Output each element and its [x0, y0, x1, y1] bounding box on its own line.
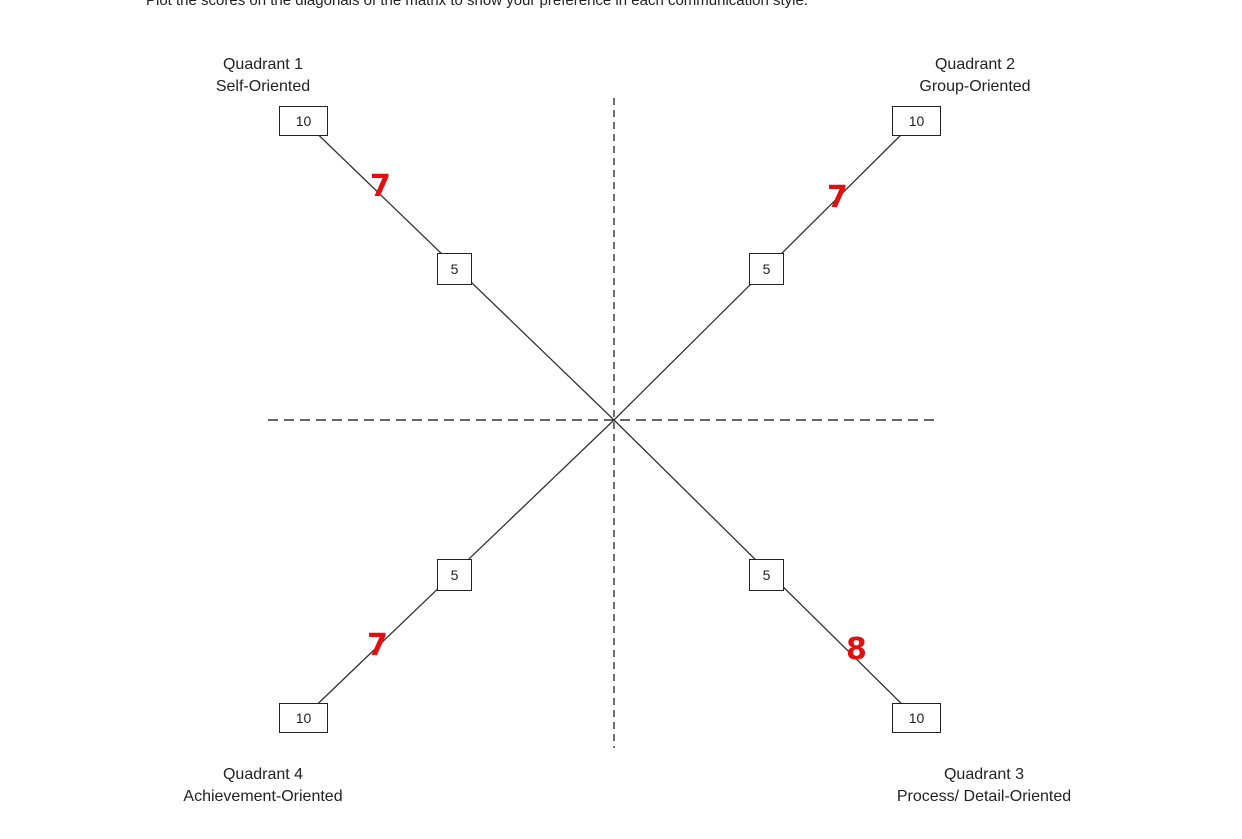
- q1-middle-box: 5: [437, 253, 472, 285]
- q4-outer-box: 10: [279, 703, 328, 733]
- q2-score-mark: 7: [827, 180, 848, 215]
- quadrant-3-style: Process/ Detail-Oriented: [896, 788, 1072, 805]
- quadrant-3-number: Quadrant 3: [943, 766, 1025, 783]
- quadrant-1-style: Self-Oriented: [215, 78, 311, 95]
- q4-score-mark: 7: [367, 628, 388, 663]
- quadrant-4-label: Quadrant 4 Achievement-Oriented: [143, 764, 383, 808]
- quadrant-2-style: Group-Oriented: [919, 78, 1031, 95]
- q1-outer-box: 10: [279, 106, 328, 136]
- q3-score-mark: 8: [846, 632, 867, 667]
- quadrant-2-label: Quadrant 2 Group-Oriented: [875, 54, 1075, 98]
- q4-middle-box: 5: [437, 559, 472, 591]
- q2-middle-box: 5: [749, 253, 784, 285]
- q3-middle-box: 5: [749, 559, 784, 591]
- quadrant-3-label: Quadrant 3 Process/ Detail-Oriented: [864, 764, 1104, 808]
- quadrant-1-label: Quadrant 1 Self-Oriented: [163, 54, 363, 98]
- quadrant-4-style: Achievement-Oriented: [183, 788, 343, 805]
- q3-outer-box: 10: [892, 703, 941, 733]
- q1-score-mark: 7: [370, 169, 391, 204]
- quadrant-1-number: Quadrant 1: [222, 56, 304, 73]
- quadrant-4-number: Quadrant 4: [222, 766, 304, 783]
- q2-outer-box: 10: [892, 106, 941, 136]
- instruction-text: Plot the scores on the diagonals of the …: [146, 0, 809, 9]
- quadrant-2-number: Quadrant 2: [934, 56, 1016, 73]
